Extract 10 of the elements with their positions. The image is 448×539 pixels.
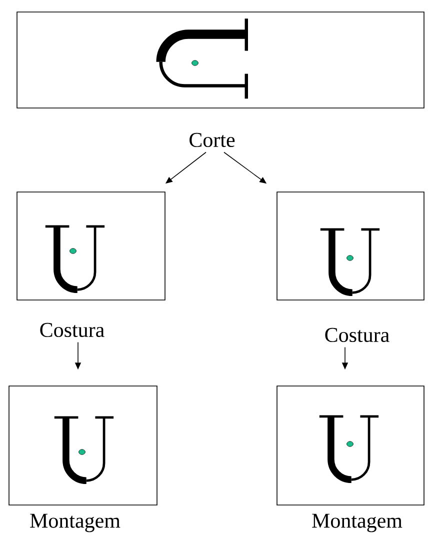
- step-label: Costura: [325, 328, 390, 342]
- step-box: [16, 192, 166, 338]
- step-box: [276, 386, 424, 532]
- step-label: Montagem: [312, 514, 402, 532]
- step-box: [276, 192, 424, 342]
- step-label: Montagem: [30, 514, 120, 532]
- step-label: Costura: [40, 322, 104, 338]
- step-box: [16, 12, 424, 148]
- step-box: [8, 386, 158, 532]
- step-label: Corte: [190, 132, 235, 148]
